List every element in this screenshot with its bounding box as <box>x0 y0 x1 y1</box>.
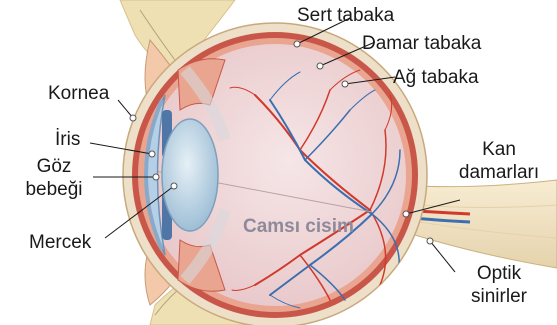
label-optik-sinirler: Optik sinirler <box>449 262 549 308</box>
label-sert-tabaka: Sert tabaka <box>297 4 394 27</box>
label-mercek: Mercek <box>29 231 91 254</box>
label-kornea: Kornea <box>48 82 109 105</box>
label-camsi-cisim: Camsı cisim <box>243 216 354 238</box>
label-ag-tabaka: Ağ tabaka <box>393 66 479 89</box>
label-goz-bebegi: Göz bebeği <box>14 155 94 201</box>
lens <box>162 119 218 231</box>
label-iris: İris <box>55 128 80 151</box>
label-damar-tabaka: Damar tabaka <box>362 32 481 55</box>
label-kan-damarlari: Kan damarları <box>444 138 554 184</box>
